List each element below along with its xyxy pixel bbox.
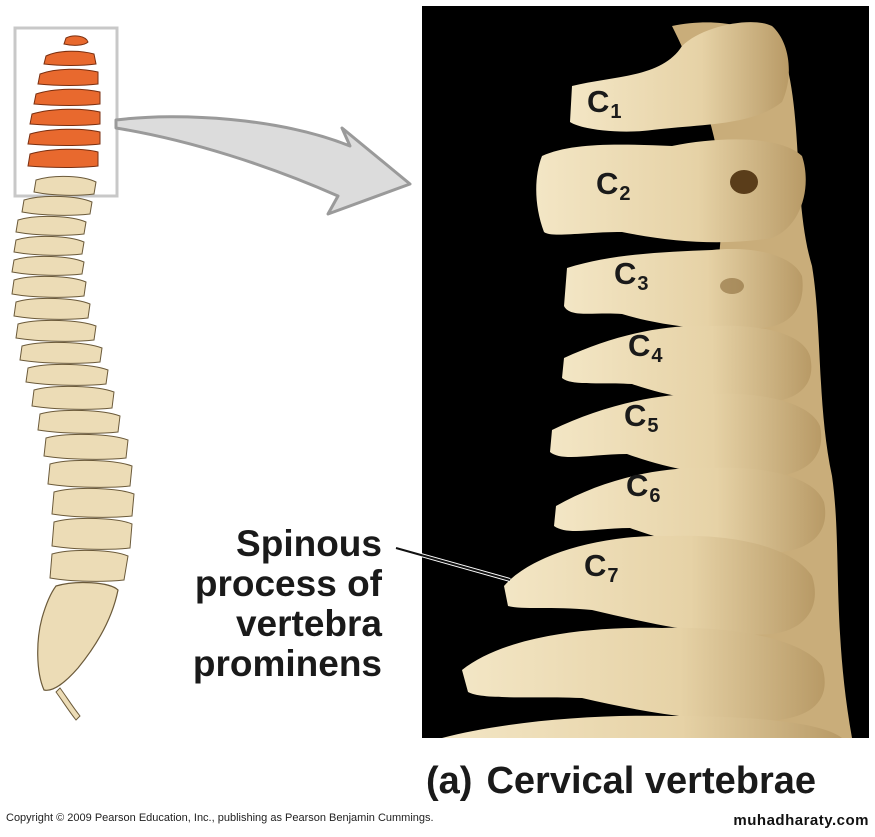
c2-vertebra <box>536 139 806 243</box>
callout-leader-line <box>395 546 511 582</box>
c5-vertebra <box>550 393 822 477</box>
caption-part: (a) <box>426 760 473 802</box>
label-c3-num: 3 <box>637 273 649 295</box>
thoracic-lumbar-vertebrae <box>11 175 135 582</box>
label-c4-num: 4 <box>651 345 663 367</box>
c7-vertebra <box>504 535 815 635</box>
label-c5: C5 <box>624 400 659 436</box>
c6-vertebra <box>554 467 826 553</box>
label-c6: C6 <box>626 470 661 506</box>
callout-line-3: vertebra <box>235 603 382 644</box>
caption-title: Cervical vertebrae <box>486 760 817 802</box>
sacrum <box>37 581 119 691</box>
label-c3-letter: C <box>614 256 637 291</box>
c3-vertebra <box>564 249 803 330</box>
label-c7: C7 <box>584 550 619 586</box>
cervical-highlight-box <box>13 26 119 198</box>
label-c1-letter: C <box>587 84 610 119</box>
spine-illustration <box>11 26 135 721</box>
watermark: muhadharaty.com <box>733 812 869 829</box>
t1-vertebra <box>462 627 825 721</box>
label-c1: C1 <box>587 86 622 122</box>
label-c1-num: 1 <box>610 101 622 123</box>
callout-line-2: process of <box>194 563 382 604</box>
c1-vertebra <box>570 22 789 132</box>
label-c2-num: 2 <box>619 183 631 205</box>
callout-line-1: Spinous <box>236 523 382 564</box>
t2-vertebra <box>442 715 842 738</box>
label-c5-num: 5 <box>647 415 659 437</box>
label-c2: C2 <box>596 168 631 204</box>
zoom-arrow <box>114 115 412 216</box>
label-c7-num: 7 <box>607 565 619 587</box>
vertebrae-photo-illustration <box>442 22 852 738</box>
label-c4: C4 <box>628 330 663 366</box>
label-c3: C3 <box>614 258 649 294</box>
label-c6-letter: C <box>626 468 649 503</box>
label-c7-letter: C <box>584 548 607 583</box>
coccyx <box>55 687 81 721</box>
cervical-vertebrae-highlighted <box>27 35 101 168</box>
label-c5-letter: C <box>624 398 647 433</box>
figure-caption: (a) Cervical vertebrae <box>426 760 816 803</box>
cervical-vertebrae-photo: C1 C2 C3 C4 C5 C6 C7 <box>422 6 869 738</box>
copyright-notice: Copyright © 2009 Pearson Education, Inc.… <box>6 812 434 824</box>
spinous-process-callout: Spinous process of vertebra prominens <box>150 524 382 684</box>
label-c4-letter: C <box>628 328 651 363</box>
callout-line-4: prominens <box>192 643 382 684</box>
label-c2-letter: C <box>596 166 619 201</box>
label-c6-num: 6 <box>649 485 661 507</box>
c4-vertebra <box>562 325 812 404</box>
